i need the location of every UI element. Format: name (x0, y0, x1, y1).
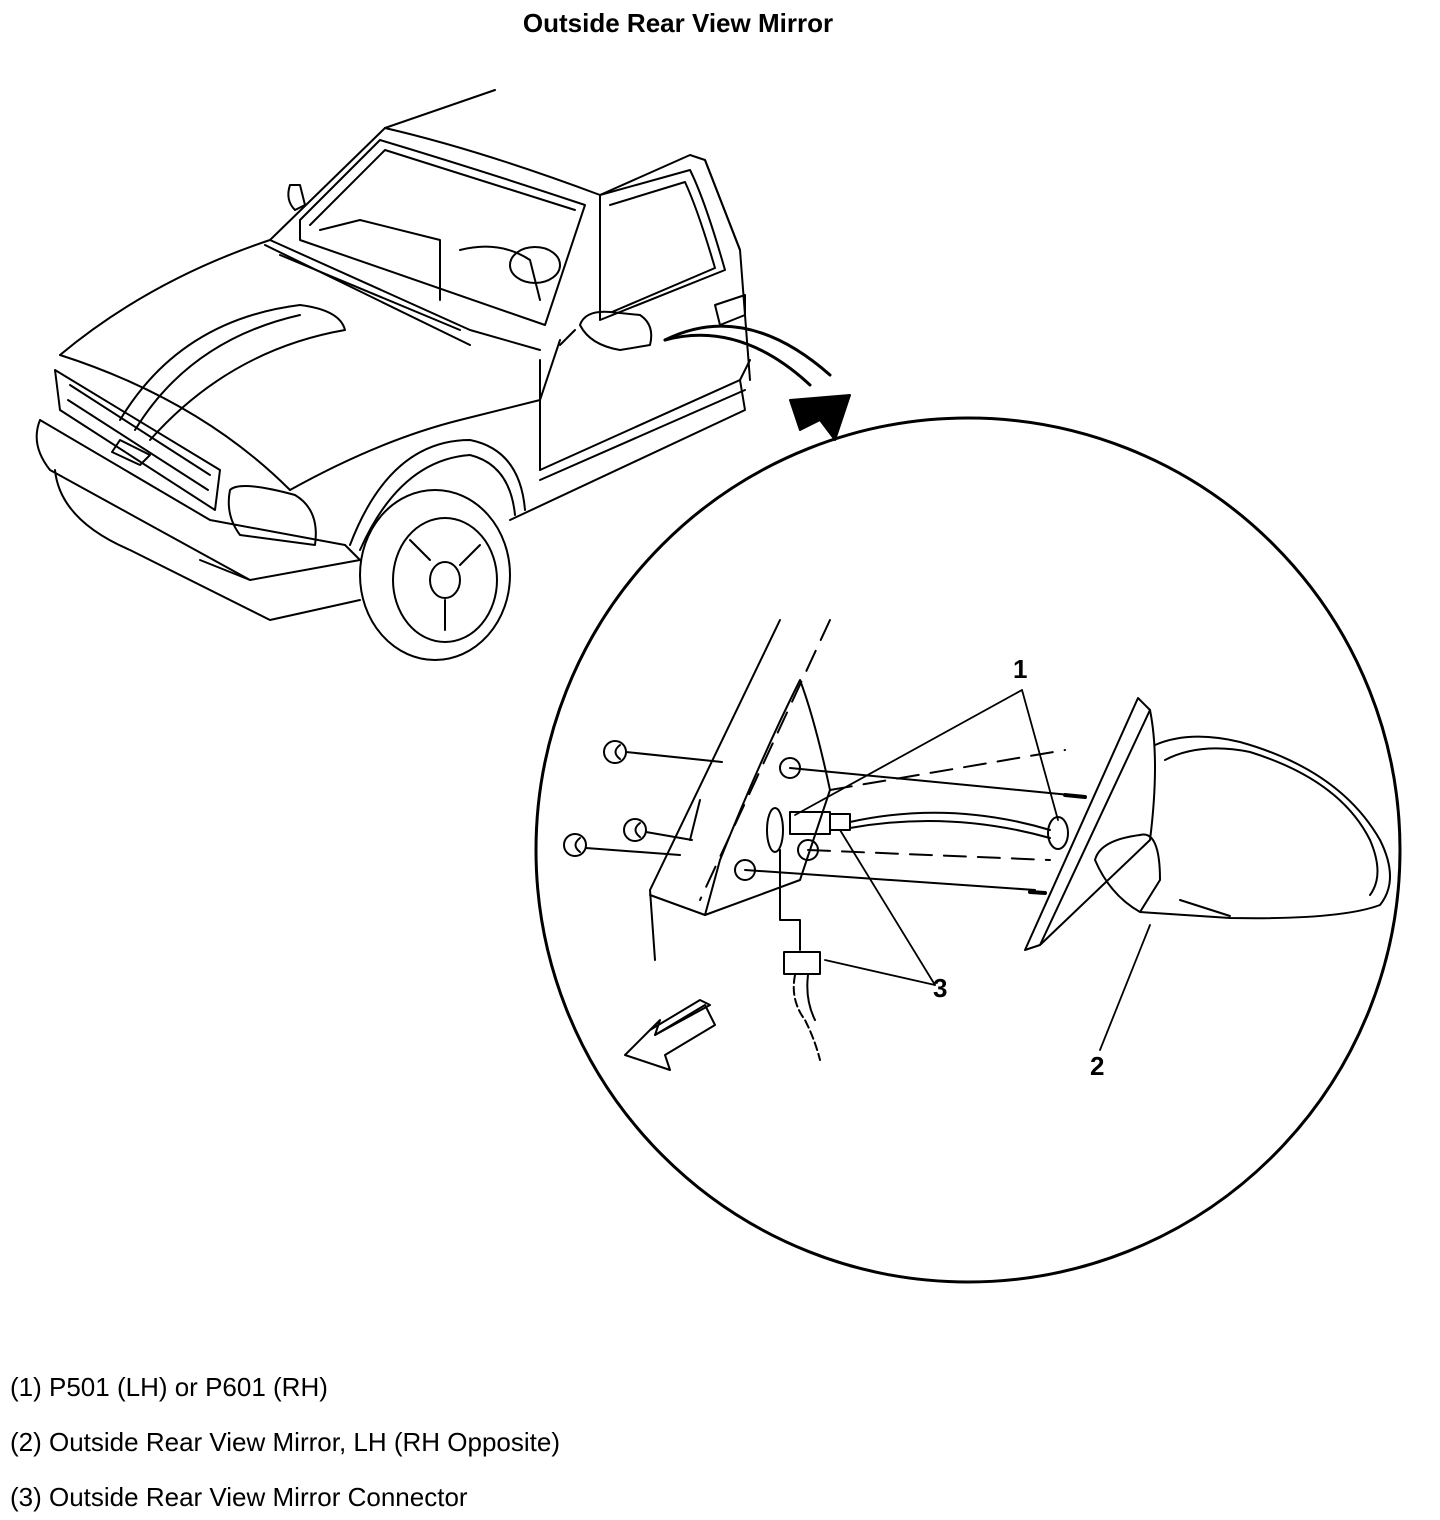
legend-item-3: (3) Outside Rear View Mirror Connector (10, 1482, 468, 1512)
detail-magnifier-circle (534, 416, 1402, 1284)
callout-1: 1 (1013, 654, 1027, 684)
outside-mirror-drawing (1024, 697, 1391, 951)
alignment-lines (744, 749, 1087, 895)
callout-3: 3 (933, 973, 947, 1003)
mounting-nuts (563, 740, 723, 857)
wire-harness (779, 811, 1069, 1061)
legend-item-1: (1) P501 (LH) or P601 (RH) (10, 1372, 328, 1402)
pickup-truck-drawing (35, 89, 751, 661)
callout-leaders (794, 689, 1151, 1051)
door-frame-drawing (649, 619, 831, 961)
callout-2: 2 (1090, 1051, 1104, 1081)
legend-item-2: (2) Outside Rear View Mirror, LH (RH Opp… (10, 1427, 561, 1457)
zoom-arrow (663, 324, 851, 441)
diagram-title: Outside Rear View Mirror (522, 8, 834, 38)
front-direction-arrow (624, 999, 716, 1071)
mirror-installation-illustration: 1 2 3 (35, 89, 1402, 1284)
